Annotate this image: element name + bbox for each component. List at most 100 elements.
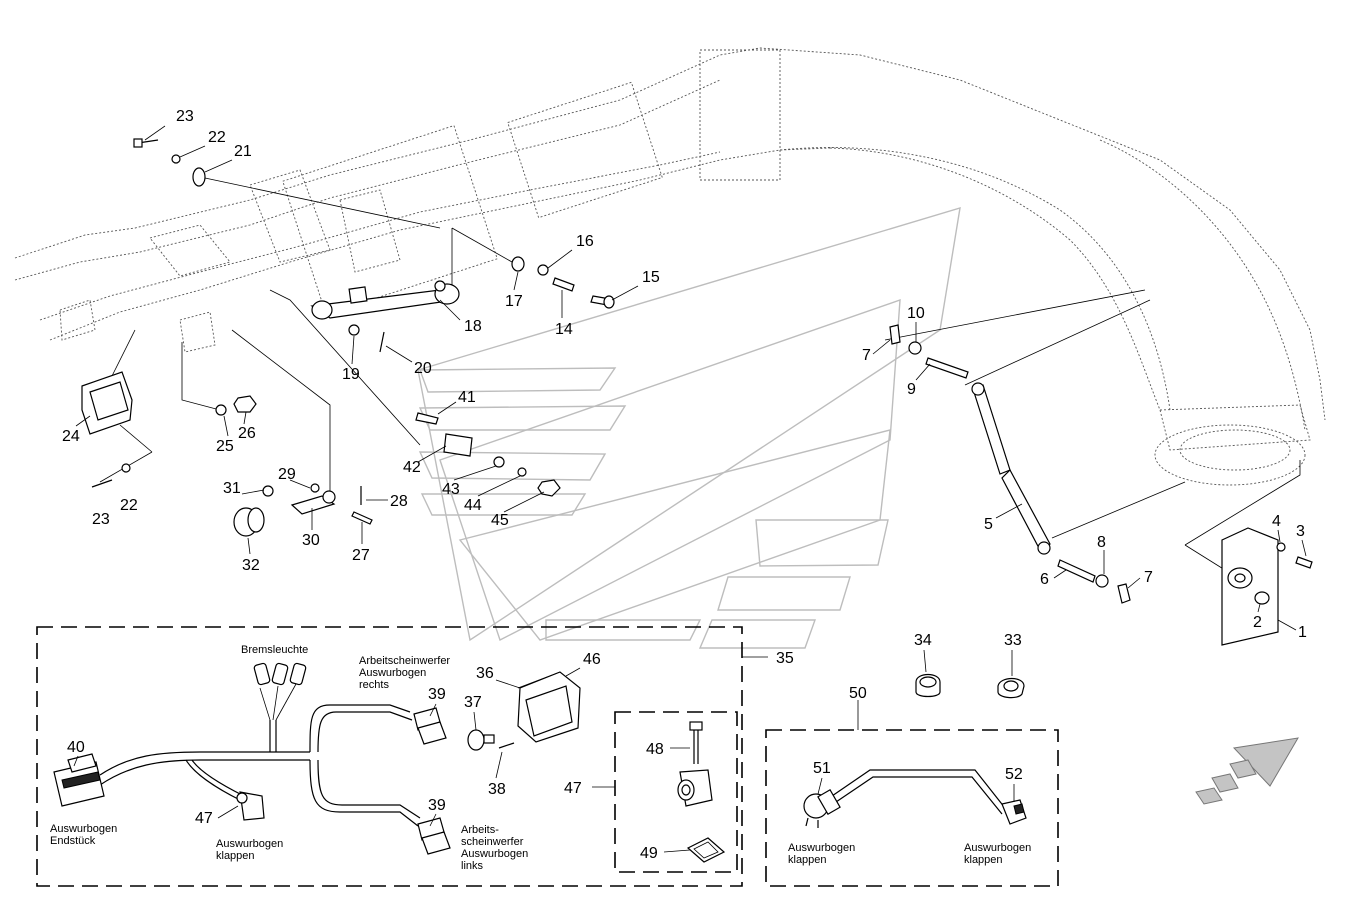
- part-number: 16: [576, 233, 594, 250]
- part-number: 52: [1005, 766, 1023, 783]
- work-light-46: [517, 671, 581, 743]
- bracket-plate: [1221, 527, 1313, 646]
- caption-endstueck: Auswurbogen Endstück: [50, 823, 120, 847]
- connector-39-right: [413, 707, 447, 745]
- gasket-49: [686, 837, 726, 863]
- part-number: 19: [342, 366, 360, 383]
- part-number: 15: [642, 269, 660, 286]
- part-number: 17: [505, 293, 523, 310]
- part-number: 50: [849, 685, 867, 702]
- part-number: 18: [464, 318, 482, 335]
- pivot-hardware: [233, 412, 561, 537]
- part-number: 10: [907, 305, 925, 322]
- part-number: 6: [1040, 571, 1049, 588]
- caption-line: Arbeits-: [461, 824, 499, 836]
- part-number: 40: [67, 739, 85, 756]
- part-number: 29: [278, 466, 296, 483]
- part-number: 1: [1298, 624, 1307, 641]
- hose-clamps: [915, 673, 1025, 699]
- part-number: 3: [1296, 523, 1305, 540]
- caption-line: rechts: [359, 679, 389, 691]
- part-number: 48: [646, 741, 664, 758]
- part-number: 28: [390, 493, 408, 510]
- part-number: 39: [428, 797, 446, 814]
- part-number: 41: [458, 389, 476, 406]
- part-number: 22: [120, 497, 138, 514]
- bulb-37: [467, 729, 495, 751]
- watermark-logo: [417, 207, 961, 649]
- part-number: 7: [862, 347, 871, 364]
- part-number: 23: [176, 108, 194, 125]
- part-number: 42: [403, 459, 421, 476]
- leader-lines: [99, 177, 1301, 571]
- caption-line: Auswurbogen: [359, 667, 426, 679]
- part-number: 7: [1144, 569, 1153, 586]
- label-ticks: [73, 125, 1307, 853]
- bolt-48: [689, 721, 703, 764]
- part-number: 45: [491, 512, 509, 529]
- part-number: 8: [1097, 534, 1106, 551]
- caption-line: Arbeitscheinwerfer: [359, 655, 450, 667]
- caption-arbeitsscheinwerfer-links: Arbeits- scheinwerfer Auswurbogen links: [461, 824, 531, 872]
- part-number: 32: [242, 557, 260, 574]
- part-number: 14: [555, 321, 573, 338]
- captions: Bremsleuchte Arbeitscheinwerfer Auswurbo…: [50, 644, 1034, 872]
- part-number: 44: [464, 497, 482, 514]
- connector-47-harness: [236, 791, 265, 821]
- connector-pins: [253, 662, 307, 686]
- part-number: 9: [907, 381, 916, 398]
- caption-line: links: [461, 860, 484, 872]
- caption-klappen-51: Auswurbogen klappen: [788, 842, 858, 866]
- caption-line: Auswurbogen: [461, 848, 528, 860]
- part-number: 24: [62, 428, 80, 445]
- direction-arrow-icon: [1195, 737, 1299, 805]
- wiring-harness-group: [36, 626, 768, 887]
- valve-coil-group: [592, 711, 738, 873]
- part-number: 25: [216, 438, 234, 455]
- part-number: 26: [238, 425, 256, 442]
- part-number: 46: [583, 651, 601, 668]
- part-number: 36: [476, 665, 494, 682]
- plug-52: [1001, 799, 1027, 825]
- part-number: 21: [234, 143, 252, 160]
- part-number: 35: [776, 650, 794, 667]
- part-number: 37: [464, 694, 482, 711]
- caption-klappen-47: Auswurbogen klappen: [216, 838, 286, 862]
- part-number: 31: [223, 480, 241, 497]
- connector-39-left: [417, 817, 451, 855]
- part-number: 27: [352, 547, 370, 564]
- connector-40: [53, 753, 105, 807]
- part-number: 47: [195, 810, 213, 827]
- caption-klappen-52: Auswurbogen klappen: [964, 842, 1034, 866]
- caption-line: Auswurbogen: [50, 823, 117, 835]
- part-number: 22: [208, 129, 226, 146]
- part-number: 39: [428, 686, 446, 703]
- plug-connector: [677, 769, 713, 807]
- part-number: 43: [442, 481, 460, 498]
- part-number: 2: [1253, 614, 1262, 631]
- part-number: 51: [813, 760, 831, 777]
- part-number-labels: 23 22 21 16 15 17 14 18 19 20 10 7 9 41 …: [62, 108, 1307, 862]
- caption-bremsleuchte: Bremsleuchte: [241, 644, 308, 656]
- part-number: 23: [92, 511, 110, 528]
- part-number: 30: [302, 532, 320, 549]
- caption-line: klappen: [216, 850, 255, 862]
- part-number: 34: [914, 632, 932, 649]
- caption-line: scheinwerfer: [461, 836, 524, 848]
- part-number: 49: [640, 845, 658, 862]
- part-number: 47: [564, 780, 582, 797]
- gas-strut-assembly: [889, 324, 1131, 604]
- brake-light-assembly: [81, 371, 257, 488]
- plug-51: [803, 789, 841, 828]
- caption-line: Auswurbogen: [964, 842, 1031, 854]
- caption-line: Auswurbogen: [216, 838, 283, 850]
- caption-line: Endstück: [50, 835, 96, 847]
- caption-line: klappen: [964, 854, 1003, 866]
- cable-group: [765, 700, 1059, 887]
- part-number: 20: [414, 360, 432, 377]
- caption-line: klappen: [788, 854, 827, 866]
- hydraulic-cylinder-assembly: [133, 138, 615, 353]
- caption-line: Auswurbogen: [788, 842, 855, 854]
- part-number: 5: [984, 516, 993, 533]
